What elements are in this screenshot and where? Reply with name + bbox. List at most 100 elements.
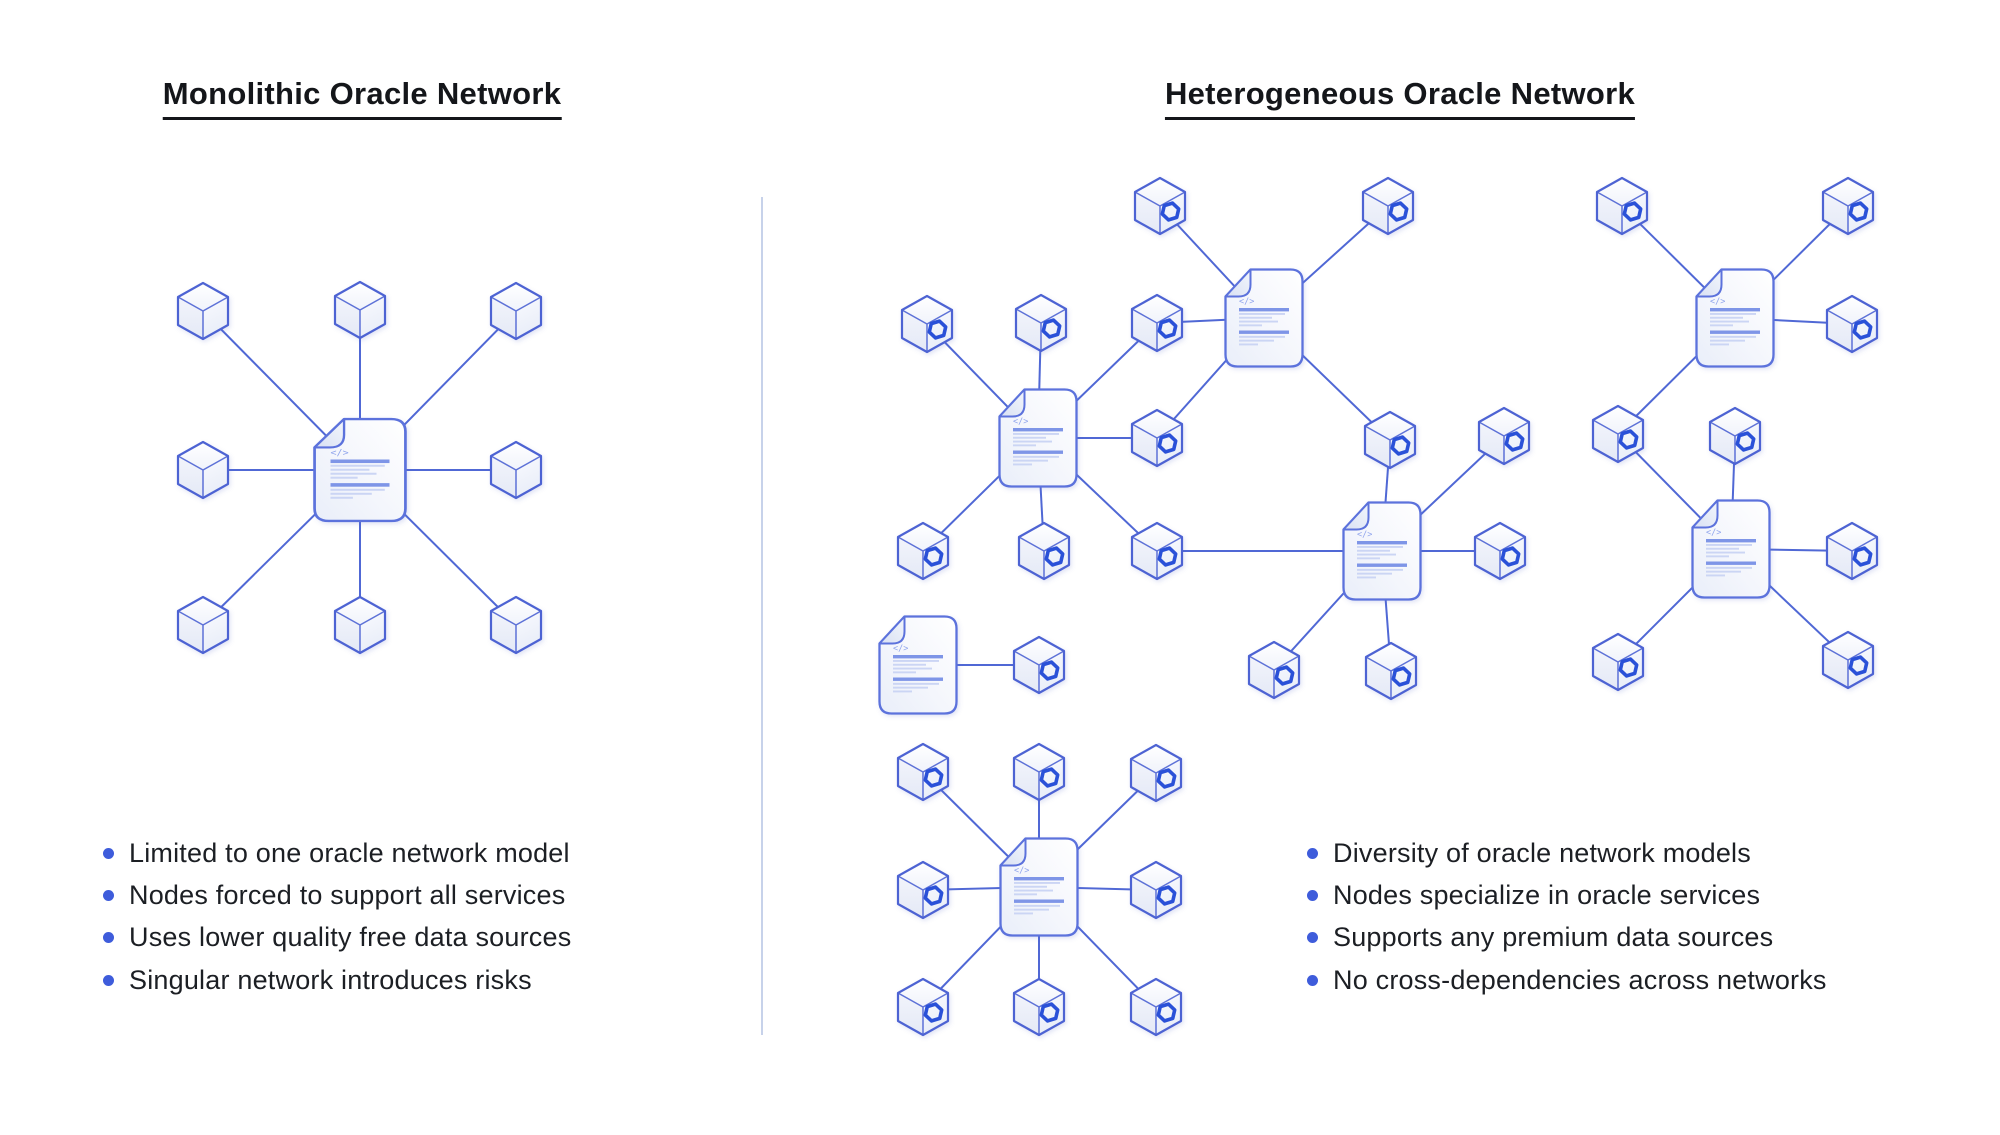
chainlink-hexagon-glyph (1618, 429, 1639, 450)
doc-text-line (1014, 912, 1033, 915)
chainlink-hexagon-glyph (1500, 546, 1521, 567)
code-glyph: </> (331, 448, 349, 458)
doc-text-line (1013, 444, 1036, 447)
chainlink-node-icon (1130, 293, 1184, 353)
doc-text-line (893, 663, 926, 666)
doc-text-line (1357, 546, 1403, 548)
chainlink-hexagon-glyph (1852, 546, 1873, 567)
doc-text-line (1013, 455, 1059, 458)
smart-contract-doc-icon: </> (1695, 268, 1775, 368)
chainlink-hexagon-glyph (1504, 431, 1525, 452)
bullet-dot-icon (103, 847, 114, 859)
chainlink-node-icon (1130, 521, 1184, 581)
doc-text-line (1710, 339, 1745, 342)
chainlink-hexagon-glyph (1274, 665, 1295, 686)
doc-text-line (893, 686, 928, 689)
chainlink-hexagon-glyph (1044, 546, 1065, 567)
bullet-item: Singular network introduces risks (103, 959, 571, 1001)
doc-text-line (1357, 557, 1380, 560)
smart-contract-doc-icon: </> (313, 417, 407, 523)
doc-text-line (330, 464, 385, 467)
chainlink-node-icon (1129, 860, 1183, 920)
doc-text-line (1014, 889, 1053, 892)
bullet-item: Diversity of oracle network models (1307, 832, 1827, 874)
smart-contract-doc-icon: </> (878, 615, 958, 715)
chainlink-node-icon (1014, 293, 1068, 353)
chainlink-node-icon (1473, 521, 1527, 581)
chainlink-node-icon (1708, 406, 1762, 466)
chainlink-node-icon (896, 521, 950, 581)
bullet-text: Singular network introduces risks (129, 964, 532, 995)
bullet-text: Supports any premium data sources (1333, 922, 1774, 953)
doc-text-line (1013, 436, 1046, 439)
doc-text-line (1710, 335, 1756, 338)
doc-text-line (1710, 320, 1749, 323)
doc-text-line (330, 496, 353, 499)
chainlink-node-icon (1133, 176, 1187, 236)
chainlink-node-icon (1129, 977, 1183, 1037)
oracle-cube-icon (489, 440, 543, 500)
doc-text-line (1706, 551, 1745, 554)
doc-text-line (1013, 450, 1063, 454)
doc-text-line (1357, 576, 1376, 579)
doc-text-line (1710, 313, 1756, 315)
heterogeneous-title: Heterogeneous Oracle Network (1164, 76, 1636, 120)
doc-text-line (1013, 463, 1032, 466)
doc-text-line (330, 483, 390, 487)
chainlink-hexagon-glyph (923, 767, 944, 788)
doc-text-line (1710, 308, 1760, 312)
doc-text-line (1706, 561, 1756, 565)
doc-text-line (1239, 313, 1285, 315)
doc-text-line (330, 459, 390, 464)
bullet-text: Nodes specialize in oracle services (1333, 879, 1761, 910)
doc-text-line (1239, 343, 1258, 346)
chainlink-node-icon (1129, 743, 1183, 803)
chainlink-node-icon (1591, 632, 1645, 692)
doc-text-line (1014, 908, 1049, 911)
chainlink-node-icon (1825, 294, 1879, 354)
bullet-dot-icon (1307, 889, 1318, 901)
oracle-cube-icon (176, 440, 230, 500)
doc-text-line (1239, 330, 1289, 334)
bullet-item: Supports any premium data sources (1307, 917, 1827, 959)
doc-text-line (893, 677, 943, 681)
code-glyph: </> (1710, 297, 1725, 307)
chainlink-hexagon-glyph (1039, 1002, 1060, 1023)
oracle-cube-icon (333, 595, 387, 655)
bullet-text: Nodes forced to support all services (129, 879, 566, 910)
chainlink-hexagon-glyph (1156, 768, 1177, 789)
smart-contract-doc-icon: </> (1224, 268, 1304, 368)
chainlink-node-icon (1130, 408, 1184, 468)
chainlink-node-icon (1012, 742, 1066, 802)
doc-text-line (1706, 547, 1739, 550)
chainlink-hexagon-glyph (1735, 431, 1756, 452)
doc-text-line (330, 476, 358, 479)
doc-text-line (893, 690, 912, 693)
doc-text-line (1014, 904, 1060, 907)
bullet-item: No cross-dependencies across networks (1307, 959, 1827, 1001)
doc-text-line (1706, 566, 1752, 569)
code-glyph: </> (1706, 528, 1721, 538)
doc-text-line (1706, 570, 1741, 573)
doc-text-line (1239, 339, 1274, 342)
bullet-item: Uses lower quality free data sources (103, 917, 571, 959)
chainlink-node-icon (1361, 176, 1415, 236)
doc-text-line (1239, 324, 1262, 327)
bullet-dot-icon (103, 889, 114, 901)
doc-text-line (1239, 320, 1278, 323)
chainlink-node-icon (1363, 410, 1417, 470)
chainlink-hexagon-glyph (1622, 201, 1643, 222)
doc-text-line (1239, 316, 1272, 319)
chainlink-hexagon-glyph (1157, 433, 1178, 454)
chainlink-hexagon-glyph (1157, 318, 1178, 339)
bullet-dot-icon (1307, 974, 1318, 986)
code-glyph: </> (1239, 297, 1254, 307)
doc-text-line (1706, 544, 1752, 546)
chainlink-node-icon (1825, 521, 1879, 581)
chainlink-node-icon (1017, 521, 1071, 581)
oracle-cube-icon (176, 281, 230, 341)
chainlink-hexagon-glyph (923, 546, 944, 567)
doc-text-line (1239, 308, 1289, 312)
